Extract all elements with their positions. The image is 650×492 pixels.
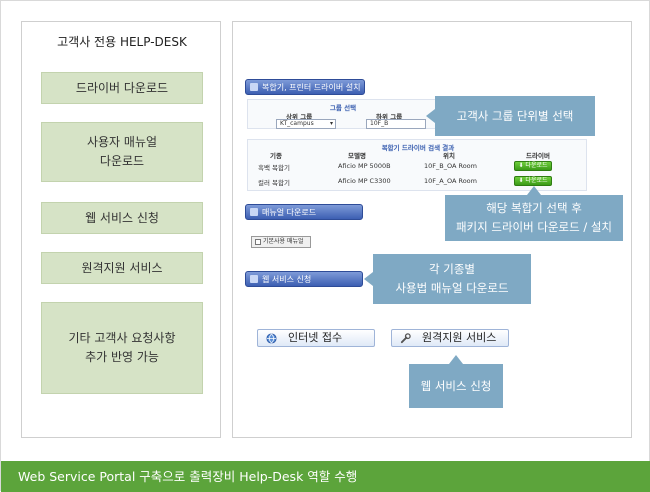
menu-label: 사용자 매뉴얼 다운로드 [86,135,158,168]
tab-label: 매뉴얼 다운로드 [262,208,317,217]
row1-location: 10F_B_OA Room [424,162,477,170]
row2-download-button[interactable]: ⬇ 다운로드 [514,176,552,186]
callout-web-service: 웹 서비스 신청 [409,355,503,408]
menu-label: 기타 고객사 요청사항 추가 반영 가능 [68,331,176,364]
header-driver: 드라이버 [526,152,550,160]
menu-driver-download[interactable]: 드라이버 다운로드 [41,72,203,104]
group-select-title: 그룹 선택 [329,104,357,112]
document-icon [250,208,258,216]
file-icon [255,239,261,245]
header-model: 모델명 [348,152,366,160]
portal-preview-panel: 복합기, 프린터 드라이버 설치 그룹 선택 상위 그룹 하위 그룹 KT_ca… [232,21,632,438]
menu-additional-requests[interactable]: 기타 고객사 요청사항 추가 반영 가능 [41,302,203,394]
callout-driver-install: 해당 복합기 선택 후 패키지 드라이버 다운로드 / 설치 [445,186,623,241]
row1-download-button[interactable]: ⬇ 다운로드 [514,161,552,171]
callout-group-select: 고객사 그룹 단위별 선택 [426,96,595,136]
footer-banner: Web Service Portal 구축으로 출력장비 Help-Desk 역… [1,461,650,492]
header-location: 위치 [443,152,455,160]
parent-group-select[interactable]: KT_campus ▾ [276,119,336,129]
row1-model: Aficio MP 5000B [338,162,391,170]
tab-label: 웹 서비스 신청 [262,275,312,284]
menu-user-manual-download[interactable]: 사용자 매뉴얼 다운로드 [41,122,203,182]
button-label: 기본사용 매뉴얼 [263,238,304,245]
chevron-down-icon: ▾ [329,120,333,127]
row2-model: Aficio MP C3300 [338,177,391,185]
select-value: 10F_B [370,120,389,127]
row2-type: 컬러 복합기 [258,179,290,187]
globe-icon [250,275,258,283]
download-label: 다운로드 [525,177,548,184]
globe-icon [266,333,277,344]
row2-location: 10F_A_OA Room [424,177,477,185]
download-label: 다운로드 [525,162,548,169]
driver-install-tab[interactable]: 복합기, 프린터 드라이버 설치 [245,79,365,95]
header-type: 기종 [270,152,282,160]
row1-type: 흑백 복합기 [258,164,290,172]
helpdesk-title: 고객사 전용 HELP-DESK [57,35,187,49]
tab-label: 복합기, 프린터 드라이버 설치 [262,83,361,92]
callout-manual: 각 기종별 사용법 매뉴얼 다운로드 [364,254,531,304]
internet-request-button[interactable]: 인터넷 접수 [257,329,375,347]
menu-remote-support[interactable]: 원격지원 서비스 [41,252,203,284]
group-select-table: 그룹 선택 상위 그룹 하위 그룹 KT_campus ▾ 10F_B [247,99,437,129]
remote-support-button[interactable]: 원격지원 서비스 [391,329,509,347]
child-group-select[interactable]: 10F_B [366,119,426,129]
driver-result-table: 복합기 드라이버 검색 결과 기종 모델명 위치 드라이버 흑백 복합기 Afi… [247,139,587,191]
basic-manual-button[interactable]: 기본사용 매뉴얼 [251,236,311,248]
button-label: 인터넷 접수 [288,331,343,344]
manual-download-tab[interactable]: 매뉴얼 다운로드 [245,204,363,220]
result-title: 복합기 드라이버 검색 결과 [381,144,455,152]
menu-label: 웹 서비스 신청 [85,210,159,225]
download-icon: ⬇ [518,162,524,169]
menu-label: 드라이버 다운로드 [75,80,169,95]
parent-group-header: 상위 그룹 [286,113,313,121]
wrench-icon [400,333,411,344]
helpdesk-menu-panel: 고객사 전용 HELP-DESK 드라이버 다운로드 사용자 매뉴얼 다운로드 … [21,21,221,438]
web-service-tab[interactable]: 웹 서비스 신청 [245,271,363,287]
button-label: 원격지원 서비스 [422,331,497,344]
child-group-header: 하위 그룹 [376,113,403,121]
download-icon: ⬇ [518,177,524,184]
select-value: KT_campus [280,120,314,127]
menu-web-service-request[interactable]: 웹 서비스 신청 [41,202,203,234]
printer-icon [250,83,258,91]
menu-label: 원격지원 서비스 [81,260,163,275]
